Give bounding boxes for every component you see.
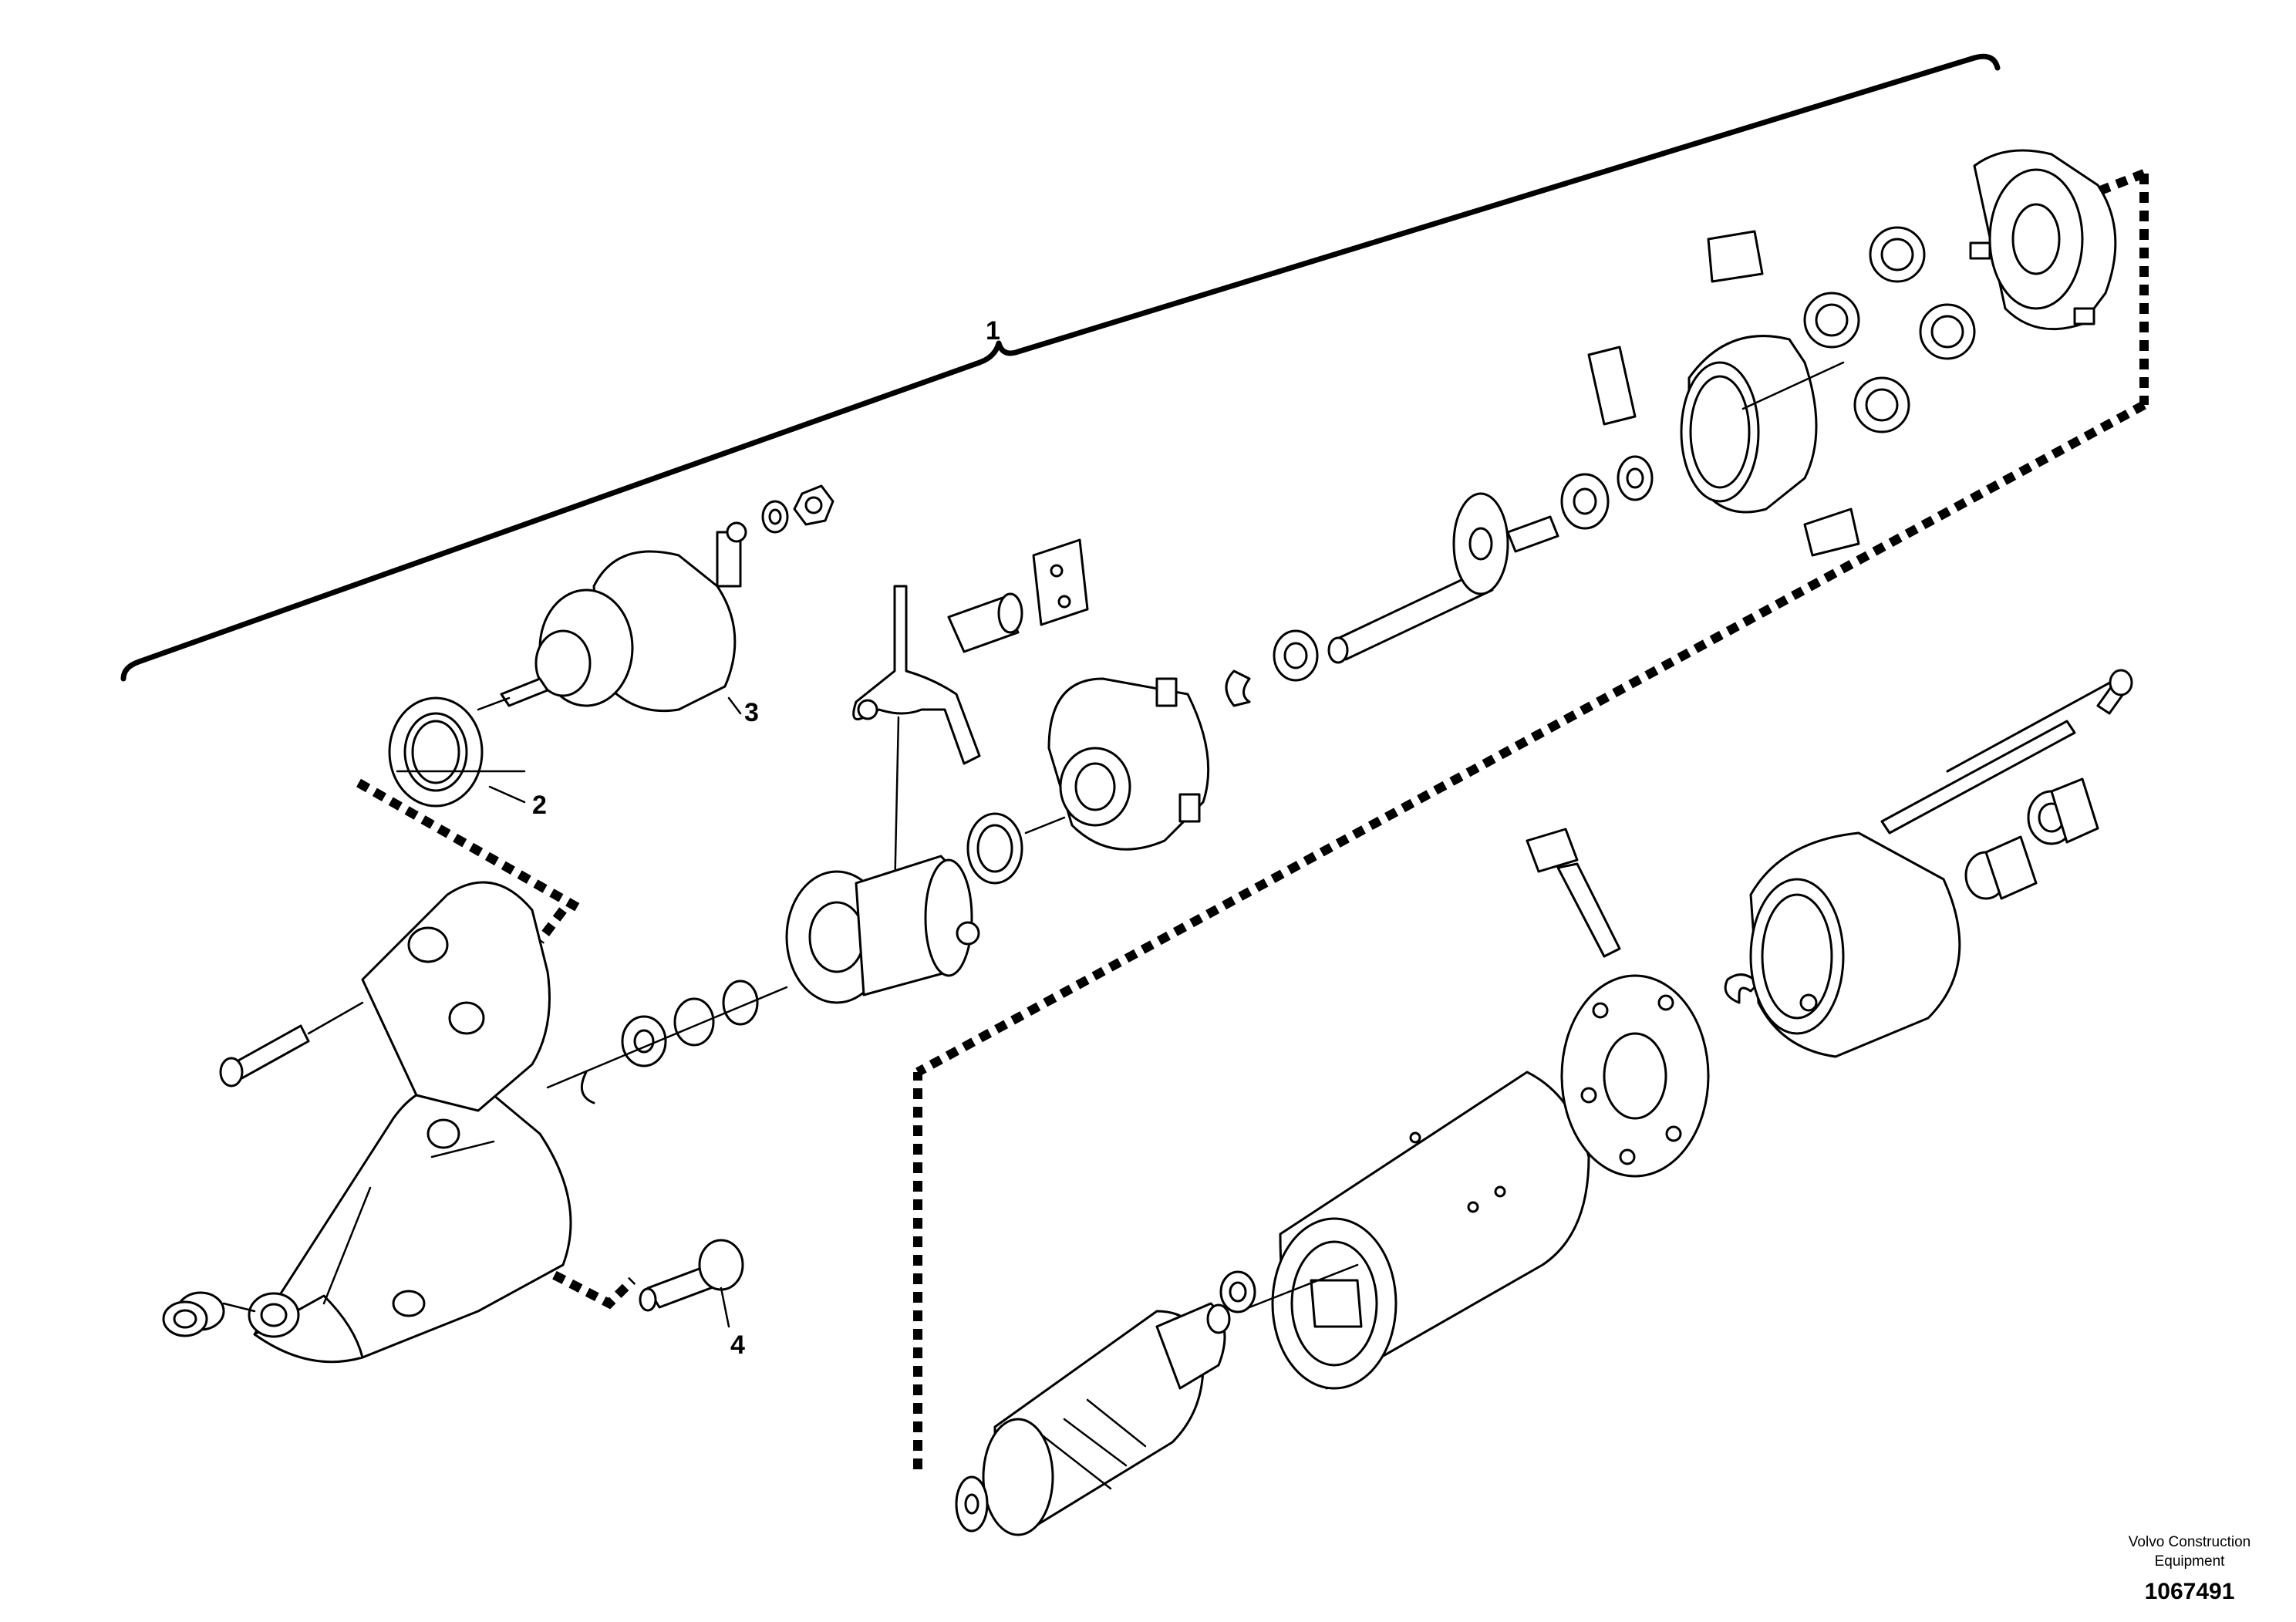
drive-end-bushing [162, 1291, 256, 1337]
drive-shaft [1327, 492, 1559, 664]
damper-blocks [1587, 230, 1860, 557]
field-frame [1271, 1071, 1590, 1390]
intermediate-cover [1047, 677, 1210, 851]
end-circlip [1724, 973, 1760, 1004]
plunger-clip [947, 538, 1089, 653]
circlip-washer [1225, 629, 1319, 707]
mounting-bolt [639, 1239, 744, 1312]
pinion-clutch [785, 855, 980, 1004]
planet-gears [1803, 226, 1976, 433]
bushing-ring-series [546, 812, 1066, 1104]
drawing-number: 1067491 [2144, 1579, 2235, 1604]
gear-carrier-plate [1969, 149, 2117, 331]
mounting-screw-left [219, 1001, 364, 1088]
leader-lines [488, 696, 742, 1328]
callout-3: 3 [744, 698, 759, 727]
seal-plate [388, 696, 526, 808]
brush-holder [1526, 828, 1710, 1178]
armature-washer [1219, 1270, 1256, 1313]
end-cover-bushings [1964, 777, 2099, 900]
commutator-end-cover [1749, 831, 1961, 1058]
callout-1: 1 [986, 316, 1000, 346]
dashed-group-boundary [356, 169, 2149, 1469]
shift-fork-lever [852, 585, 981, 896]
ring-gear [1680, 335, 1845, 514]
callout-4: 4 [730, 1330, 745, 1360]
armature [955, 1263, 1359, 1536]
solenoid-switch [477, 521, 747, 713]
callout-2: 2 [532, 791, 547, 820]
through-bolts [1880, 669, 2133, 835]
solenoid-washer-nut [761, 484, 834, 534]
assembly-bracket [120, 53, 2001, 682]
drive-end-housing [248, 881, 572, 1364]
shaft-washers [1560, 455, 1654, 530]
company-label: Volvo Construction Equipment [2128, 1534, 2251, 1570]
